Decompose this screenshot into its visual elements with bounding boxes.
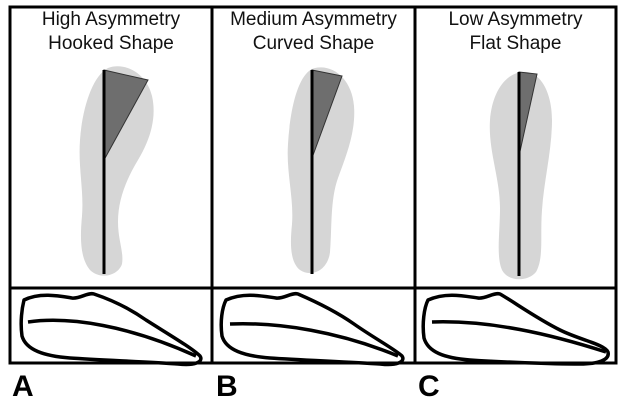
title-line-1: High Asymmetry <box>10 8 212 32</box>
title-line-2: Hooked Shape <box>10 32 212 56</box>
shoe-inner-line <box>230 324 398 356</box>
column-title-b: Medium Asymmetry Curved Shape <box>212 8 415 56</box>
title-line-1: Medium Asymmetry <box>212 8 415 32</box>
title-line-1: Low Asymmetry <box>415 8 616 32</box>
shoe-profile-b <box>221 294 403 365</box>
shoe-inner-line <box>28 320 196 356</box>
sole-outline-flat <box>490 72 552 279</box>
title-line-2: Curved Shape <box>212 32 415 56</box>
sole-outline-hooked <box>80 66 154 275</box>
panel-letter-c: C <box>418 370 440 404</box>
panel-letter-a: A <box>12 370 34 404</box>
shoe-profile-c <box>423 294 608 364</box>
sole-outline-curved <box>288 67 355 274</box>
shoe-outline <box>21 294 201 365</box>
column-title-c: Low Asymmetry Flat Shape <box>415 8 616 56</box>
shoe-profile-a <box>21 294 201 365</box>
panel-letter-b: B <box>216 370 238 404</box>
column-title-a: High Asymmetry Hooked Shape <box>10 8 212 56</box>
title-line-2: Flat Shape <box>415 32 616 56</box>
